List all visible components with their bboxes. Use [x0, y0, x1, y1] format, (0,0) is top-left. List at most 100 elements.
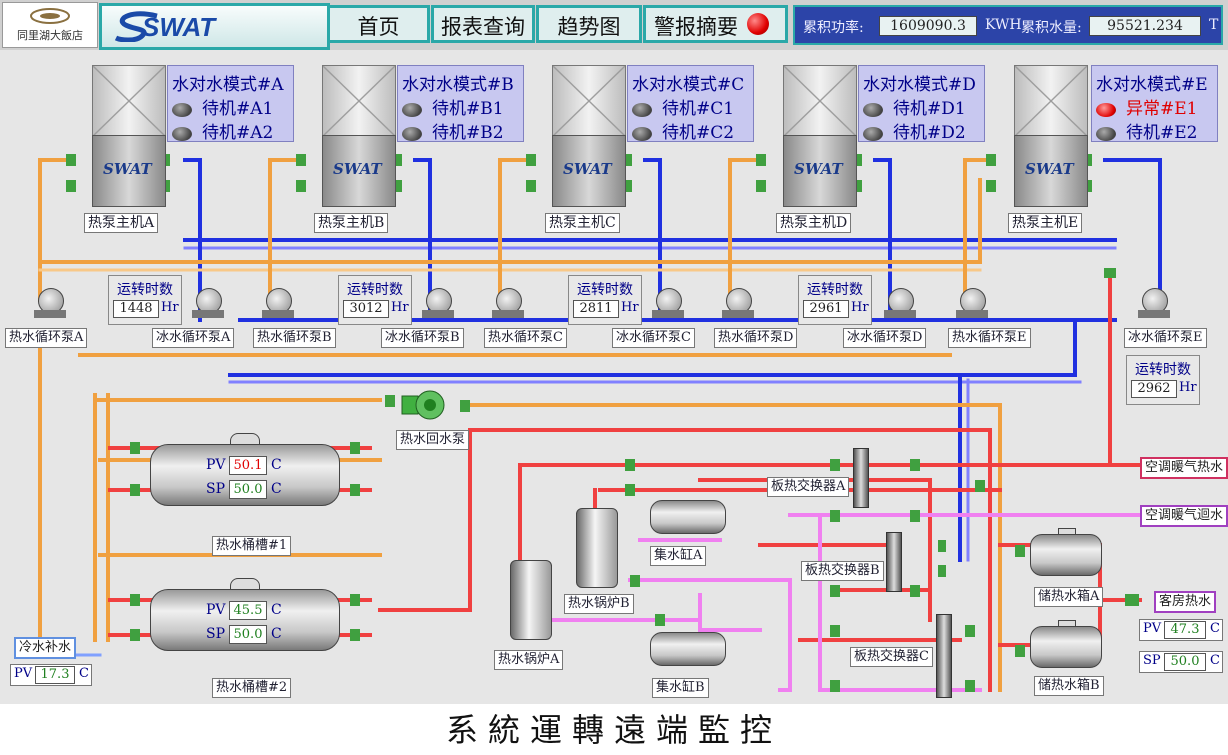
guest-pv-unit: C — [1210, 621, 1220, 636]
cumulative-stats-panel: 累积功率: 1609090.3 KWH 累积水量: 95521.234 T — [793, 5, 1223, 45]
return-pump-label: 热水回水泵 — [396, 430, 470, 450]
heat-exchanger-c[interactable] — [936, 614, 952, 698]
status-row-d1: 待机#D1 — [863, 94, 966, 119]
heat-pump-body-e[interactable]: SWAT — [1014, 135, 1088, 207]
cold-pump-c-icon[interactable] — [652, 288, 684, 318]
runtime-value-e: 2962 — [1131, 380, 1177, 398]
heat-pump-label-c: 热泵主机C — [545, 213, 620, 233]
runtime-title-b: 运转时数 — [347, 282, 403, 298]
storage-tank-b[interactable] — [1030, 626, 1102, 668]
hot-pump-b-label: 热水循环泵B — [253, 328, 336, 348]
status-row-d2: 待机#D2 — [863, 118, 966, 143]
heat-pump-body-d[interactable]: SWAT — [783, 135, 857, 207]
power-unit: KWH — [985, 17, 1022, 33]
heat-exchanger-c-label: 板热交换器C — [850, 647, 933, 667]
heat-pump-body-b[interactable]: SWAT — [322, 135, 396, 207]
status-row-a1: 待机#A1 — [172, 94, 273, 119]
cold-pump-e-label: 冰水循环泵E — [1124, 328, 1207, 348]
cold-pump-d-label: 冰水循环泵D — [843, 328, 927, 348]
nav-reports-button[interactable]: 报表查询 — [431, 5, 535, 43]
status-text-c1: 待机#C1 — [662, 99, 735, 119]
cold-pump-d-icon[interactable] — [884, 288, 916, 318]
heat-pump-fan-b — [322, 65, 396, 137]
hot-pump-d-label: 热水循环泵D — [714, 328, 798, 348]
runtime-unit-c: Hr — [621, 300, 639, 315]
guest-sp-box: SP 50.0 C — [1139, 651, 1223, 673]
status-text-a2: 待机#A2 — [202, 123, 274, 143]
heat-pump-body-c[interactable]: SWAT — [552, 135, 626, 207]
runtime-title-d: 运转时数 — [807, 282, 863, 298]
hot-water-tank-2[interactable]: PV 45.5 C SP 50.0 C — [150, 589, 340, 651]
tank-1-sp-value: 50.0 — [229, 480, 267, 499]
hot-pump-d-icon[interactable] — [722, 288, 754, 318]
boiler-b[interactable] — [576, 508, 618, 588]
runtime-value-c: 2811 — [573, 300, 619, 318]
heat-exchanger-b[interactable] — [886, 532, 902, 592]
header-b[interactable] — [650, 632, 726, 666]
header-a[interactable] — [650, 500, 726, 534]
cold-pump-a-icon[interactable] — [192, 288, 224, 318]
runtime-title-e: 运转时数 — [1135, 362, 1191, 378]
cold-makeup-pv-label: PV — [14, 666, 33, 681]
tank-2-sp-unit: C — [271, 626, 282, 642]
cold-makeup-pv-value: 17.3 — [35, 666, 75, 684]
heat-pump-body-a[interactable]: SWAT — [92, 135, 166, 207]
guest-pv-box: PV 47.3 C — [1139, 619, 1223, 641]
status-led-c2-icon — [632, 126, 652, 141]
return-pump-icon[interactable] — [400, 388, 446, 422]
runtime-value-d: 2961 — [803, 300, 849, 318]
nav-alarm-summary-button[interactable]: 警报摘要 — [643, 5, 788, 43]
status-text-e1: 异常#E1 — [1126, 99, 1198, 119]
status-row-e2: 待机#E2 — [1096, 118, 1197, 143]
hot-pump-a-icon[interactable] — [34, 288, 66, 318]
runtime-unit-a: Hr — [161, 300, 179, 315]
mode-title-a: 水对水模式#A — [172, 75, 284, 95]
power-label: 累积功率: — [803, 20, 864, 36]
water-value: 95521.234 — [1089, 16, 1201, 36]
boiler-a[interactable] — [510, 560, 552, 640]
status-text-b1: 待机#B1 — [432, 99, 504, 119]
nav-trend-button[interactable]: 趋势图 — [536, 5, 642, 43]
water-label: 累积水量: — [1021, 20, 1082, 36]
heat-pump-fan-d — [783, 65, 857, 137]
runtime-value-a: 1448 — [113, 300, 159, 318]
cold-pump-b-icon[interactable] — [422, 288, 454, 318]
nav-home-button[interactable]: 首页 — [327, 5, 430, 43]
status-led-d2-icon — [863, 126, 883, 141]
swat-swoosh-icon — [114, 11, 158, 42]
status-text-a1: 待机#A1 — [202, 99, 274, 119]
hot-pump-e-label: 热水循环泵E — [948, 328, 1031, 348]
status-led-e1-alarm-icon — [1096, 102, 1116, 117]
tank-1-pv-label: PV — [206, 457, 226, 473]
boiler-a-label: 热水锅炉A — [494, 650, 564, 670]
tank-1-pv-value: 50.1 — [229, 456, 267, 475]
status-text-b2: 待机#B2 — [432, 123, 504, 143]
tank-1-sp-label: SP — [206, 481, 226, 497]
mode-title-d: 水对水模式#D — [863, 75, 976, 95]
tank-2-pv-label: PV — [206, 602, 226, 618]
heat-exchanger-a[interactable] — [853, 448, 869, 508]
runtime-unit-b: Hr — [391, 300, 409, 315]
runtime-unit-d: Hr — [851, 300, 869, 315]
tank-2-sp-value: 50.0 — [229, 625, 267, 644]
status-led-c1-icon — [632, 102, 652, 117]
guest-sp-unit: C — [1210, 653, 1220, 668]
hot-pump-e-icon[interactable] — [956, 288, 988, 318]
heat-exchanger-b-label: 板热交换器B — [801, 561, 884, 581]
hot-pump-b-icon[interactable] — [262, 288, 294, 318]
tank-1-sp-unit: C — [271, 481, 282, 497]
storage-tank-a[interactable] — [1030, 534, 1102, 576]
mode-panel-c: 水对水模式#C 待机#C1 待机#C2 — [627, 65, 754, 143]
hot-pump-a-label: 热水循环泵A — [5, 328, 88, 348]
mode-panel-b: 水对水模式#B 待机#B1 待机#B2 — [397, 65, 524, 143]
tank-2-pv-unit: C — [271, 602, 282, 618]
cold-pump-c-label: 冰水循环泵C — [612, 328, 695, 348]
heat-pump-fan-c — [552, 65, 626, 137]
storage-tank-b-label: 储热水箱B — [1034, 676, 1104, 696]
hot-pump-c-icon[interactable] — [492, 288, 524, 318]
page-caption: 系統運轉遠端監控 — [445, 711, 782, 749]
runtime-title-a: 运转时数 — [117, 282, 173, 298]
cold-pump-e-icon[interactable] — [1138, 288, 1170, 318]
hot-water-tank-1[interactable]: PV 50.1 C SP 50.0 C — [150, 444, 340, 506]
ac-return-output: 空调暖气迴水 — [1140, 505, 1228, 527]
